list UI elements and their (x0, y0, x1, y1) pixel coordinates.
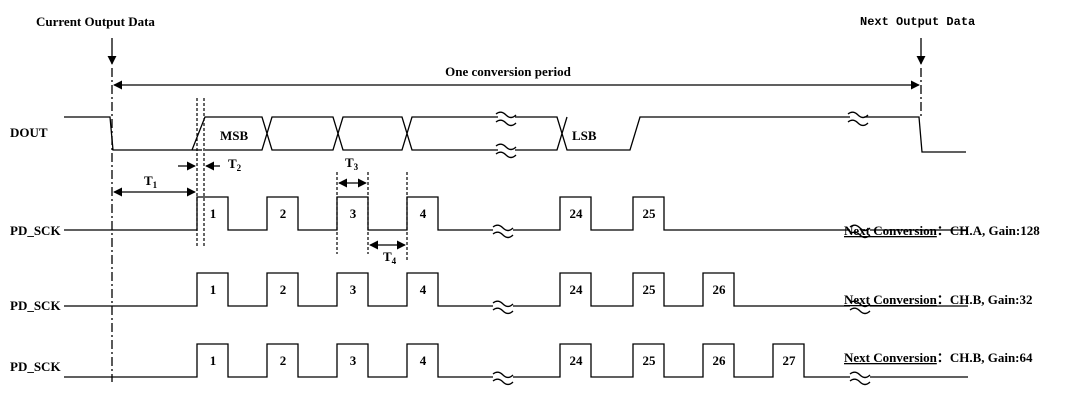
pd-sck-trace (64, 343, 968, 378)
pulse-number: 4 (420, 353, 427, 368)
dout-break-marks (495, 111, 869, 159)
pd-sck-waveform-3: 1 2 3 4 24 25 26 27 (64, 343, 968, 386)
pd-sck-label-1: PD_SCK (10, 223, 61, 238)
msb-label: MSB (220, 128, 249, 143)
break-mark (492, 224, 514, 239)
pulse-number: 26 (713, 353, 727, 368)
t3-label: T3 (345, 155, 359, 172)
pulse-number: 4 (420, 206, 427, 221)
pd-sck-trace (64, 196, 968, 231)
t4-label: T4 (383, 249, 397, 266)
pd-sck-waveform-2: 1 2 3 4 24 25 26 (64, 272, 968, 315)
next-output-label: Next Output Data (860, 15, 975, 29)
pulse-number: 1 (210, 206, 217, 221)
break-mark (849, 371, 871, 386)
pulse-number: 3 (350, 206, 357, 221)
conversion-period-label: One conversion period (445, 64, 571, 79)
t2-label: T2 (228, 156, 242, 173)
pulse-number: 3 (350, 353, 357, 368)
pulse-number: 24 (570, 353, 584, 368)
break-mark (849, 300, 871, 315)
current-output-label: Current Output Data (36, 14, 155, 29)
t1-label: T1 (144, 173, 158, 190)
pulse-number: 24 (570, 206, 584, 221)
pulse-number: 3 (350, 282, 357, 297)
dout-label: DOUT (10, 125, 48, 140)
pulse-number: 2 (280, 282, 287, 297)
break-mark (849, 224, 871, 239)
pd-sck-waveform-1: 1 2 3 4 24 25 (64, 196, 968, 239)
dout-waveform (64, 116, 966, 153)
lsb-label: LSB (572, 128, 597, 143)
pulse-number: 2 (280, 353, 287, 368)
pd-sck-label-3: PD_SCK (10, 359, 61, 374)
pulse-number: 25 (643, 353, 657, 368)
break-mark (492, 371, 514, 386)
pulse-number: 2 (280, 206, 287, 221)
pd-sck-label-2: PD_SCK (10, 298, 61, 313)
pd-sck-trace (64, 272, 968, 307)
pulse-number: 25 (643, 206, 657, 221)
break-mark (492, 300, 514, 315)
pulse-number: 27 (783, 353, 797, 368)
pulse-number: 1 (210, 282, 217, 297)
pulse-number: 1 (210, 353, 217, 368)
pulse-number: 25 (643, 282, 657, 297)
next-conversion-2: Next Conversion：CH.B, Gain:32 (844, 292, 1033, 307)
pulse-number: 24 (570, 282, 584, 297)
pulse-number: 4 (420, 282, 427, 297)
next-conversion-3: Next Conversion：CH.B, Gain:64 (844, 350, 1033, 365)
pulse-number: 26 (713, 282, 727, 297)
